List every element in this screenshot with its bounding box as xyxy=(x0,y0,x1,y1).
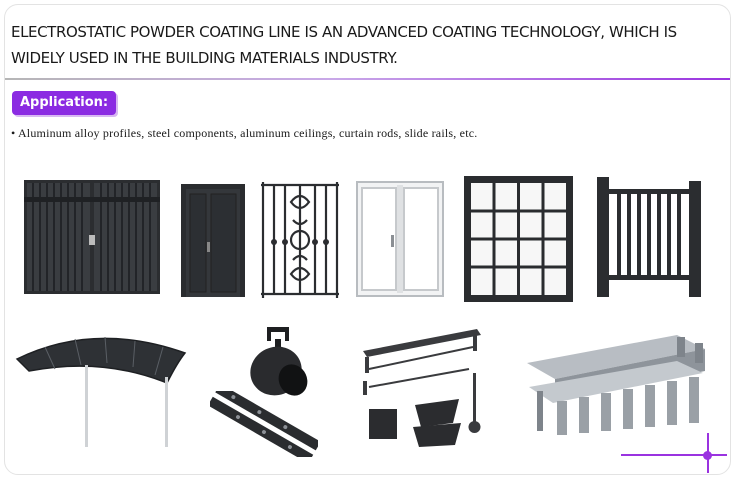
gradient-divider xyxy=(5,78,730,80)
door-icon xyxy=(181,184,245,297)
carport-canopy-icon xyxy=(15,327,187,449)
railing-icon xyxy=(595,175,703,299)
steel-beams-icon xyxy=(527,331,709,441)
iron-grille-icon xyxy=(259,182,341,298)
page-title: ELECTROSTATIC POWDER COATING LINE IS AN … xyxy=(11,23,677,67)
product-sheet: ELECTROSTATIC POWDER COATING LINE IS AN … xyxy=(4,4,731,475)
corner-accent-line xyxy=(621,454,727,456)
application-description: • Aluminum alloy profiles, steel compone… xyxy=(11,126,478,140)
spotlight-icon xyxy=(245,323,315,401)
bathroom-rack-icon xyxy=(359,327,487,455)
black-window-icon xyxy=(463,175,574,303)
double-gate-icon xyxy=(23,179,161,295)
slide-rail-icon xyxy=(210,391,318,457)
corner-accent-dot xyxy=(703,451,712,460)
white-window-icon xyxy=(356,181,444,297)
application-badge: Application: xyxy=(12,91,117,115)
